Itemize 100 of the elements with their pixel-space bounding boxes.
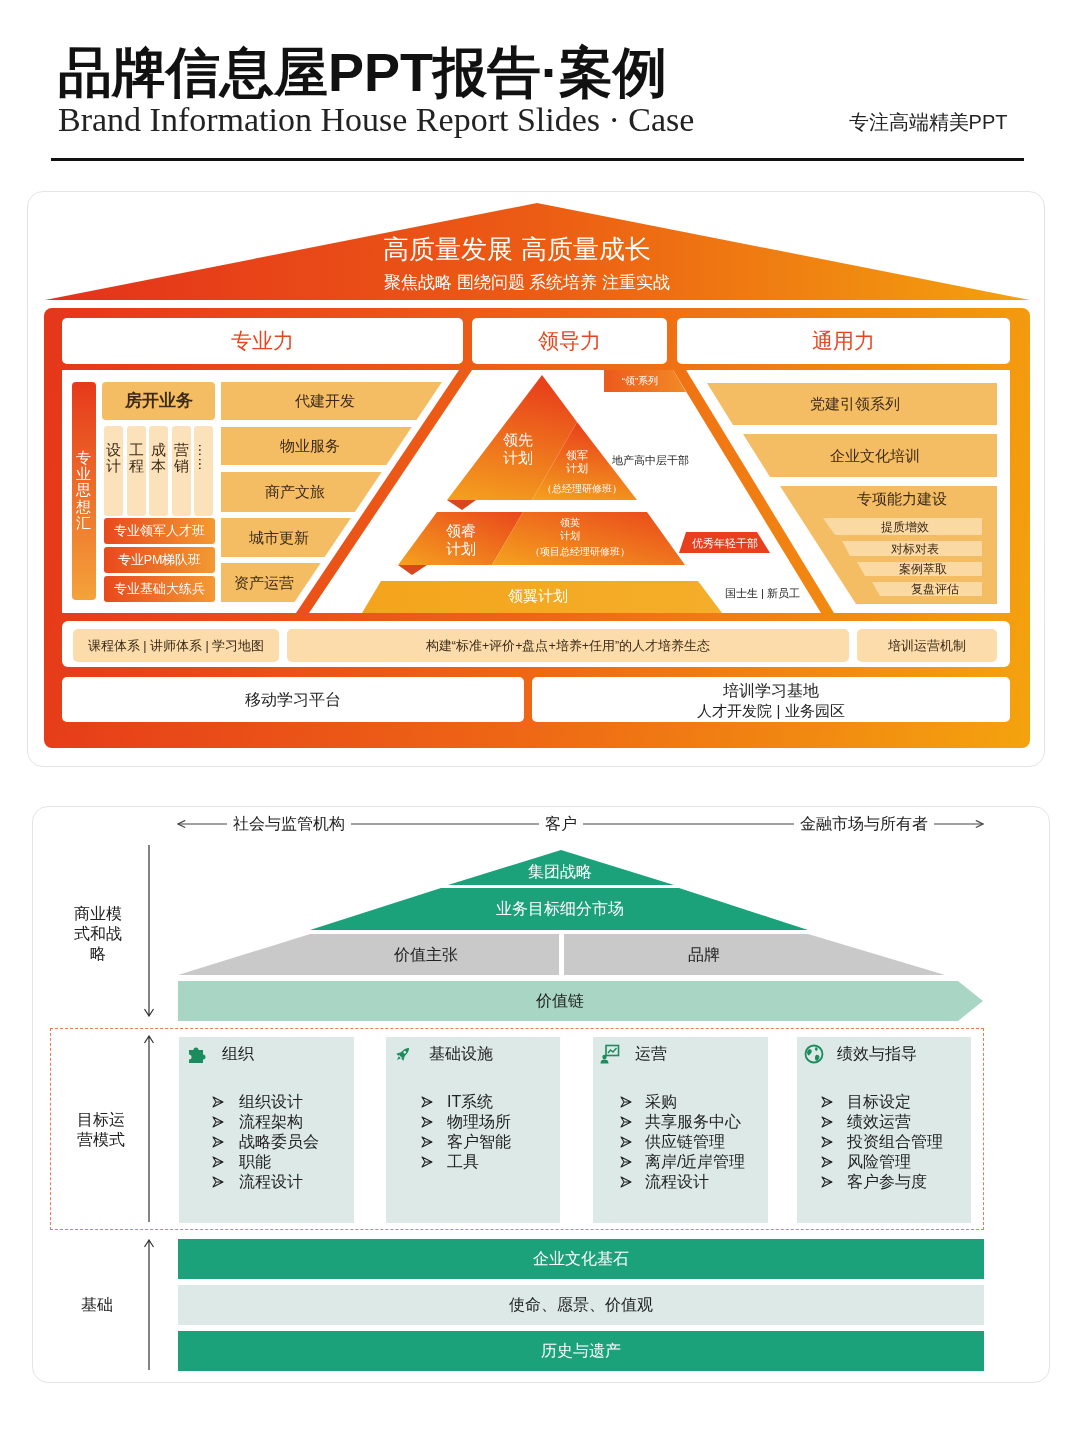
platform-box (532, 677, 1010, 722)
column-header (677, 318, 1010, 364)
list-item: 共享服务中心 (645, 1112, 741, 1132)
foundation-band (178, 1285, 984, 1325)
stakeholder-label: 社会与监管机构 (233, 814, 345, 834)
card-title: 绩效与指导 (837, 1044, 917, 1064)
training-bar (104, 518, 215, 544)
stakeholder-label: 客户 (545, 814, 577, 834)
program-name: 领先计划 (502, 430, 534, 468)
training-label: 专业基础大练兵 (114, 581, 205, 597)
band-label: 使命、愿景、价值观 (509, 1295, 653, 1315)
category-title: 房开业务 (124, 391, 193, 411)
program-note: （总经理研修班） (542, 483, 622, 495)
tab-label: “领”系列 (621, 375, 659, 387)
business-label: 城市更新 (249, 528, 310, 547)
list-item: IT系统 (447, 1092, 494, 1112)
list-item: 职能 (239, 1152, 271, 1172)
discipline-column (149, 426, 168, 516)
business-trapezoid (221, 427, 412, 465)
house-frame (44, 308, 1030, 748)
platform-title: 移动学习平台 (245, 689, 341, 710)
stakeholder-label: 金融市场与所有者 (800, 814, 928, 834)
list-item: 离岸/近岸管理 (645, 1152, 746, 1172)
category-card (593, 1037, 768, 1223)
category-header (102, 382, 215, 420)
pyramid-tier (362, 581, 722, 613)
business-trapezoid (221, 472, 382, 512)
system-label: 培训运营机制 (888, 638, 966, 653)
list-item: 供应链管理 (645, 1132, 725, 1152)
discipline-label: 成本 (150, 442, 167, 474)
discipline-label: 工程 (127, 442, 145, 474)
platform-box (62, 677, 524, 722)
series-tab (604, 370, 686, 392)
list-item: 客户智能 (447, 1132, 511, 1152)
topic-bar (823, 518, 982, 535)
system-box (73, 629, 279, 662)
layer-label: 价值主张 (394, 945, 458, 965)
list-item: 绩效运营 (847, 1112, 911, 1132)
arrow-band (178, 981, 983, 1021)
section-label: 商业模式和战略 (73, 904, 123, 964)
bar-label: 专业思想汇 (75, 450, 93, 532)
arrow (933, 819, 984, 829)
business-label: 代建开发 (295, 392, 356, 410)
program-name: 领睿计划 (445, 521, 477, 559)
program-note: （项目总经理研修班） (530, 546, 630, 558)
list-item: 工具 (447, 1152, 479, 1172)
pyramid-layer (310, 888, 808, 930)
system-label: 课程体系 | 讲师体系 | 学习地图 (87, 638, 265, 653)
list-item: 流程架构 (239, 1112, 303, 1132)
list-item: 物理场所 (447, 1112, 511, 1132)
category-card (179, 1037, 354, 1223)
pyramid-tier (492, 512, 685, 565)
column-title: 专业力 (231, 328, 294, 354)
pyramid-layer (178, 934, 559, 975)
connector-line (350, 823, 540, 825)
tier-caption: 国士生 | 新员工 (725, 587, 800, 601)
discipline-label: …… (195, 443, 212, 471)
pyramid-tier (398, 512, 523, 575)
foundation-band (178, 1239, 984, 1279)
card-title: 基础设施 (429, 1044, 493, 1064)
section-label: 基础 (81, 1295, 113, 1315)
system-label: 构建“标准+评价+盘点+培养+任用”的人才培养生态 (425, 638, 711, 653)
connector-line (582, 823, 795, 825)
arrow (177, 819, 228, 829)
layer-label: 集团战略 (528, 862, 592, 882)
highlight-tag (679, 532, 770, 553)
column-header (472, 318, 667, 364)
topic-bar (857, 562, 982, 576)
list-item: 流程设计 (645, 1172, 709, 1192)
roof-triangle (45, 203, 1030, 300)
category-card (386, 1037, 560, 1223)
business-trapezoid (221, 563, 321, 602)
business-label: 商产文旅 (264, 483, 325, 501)
list-item: 战略委员会 (239, 1132, 319, 1152)
topic-label: 复盘评估 (911, 581, 959, 597)
topic-label: 对标对表 (891, 541, 939, 556)
topic-bar (842, 541, 982, 556)
list-item: 客户参与度 (847, 1172, 927, 1192)
training-bar (104, 576, 215, 602)
discipline-column (194, 426, 213, 516)
business-trapezoid (221, 518, 351, 557)
card-title: 运营 (635, 1044, 667, 1064)
program-label: 企业文化培训 (830, 447, 920, 465)
roof-subheading: 聚焦战略 围绕问题 系统培养 注重实战 (384, 273, 670, 293)
roof-heading: 高质量发展 高质量成长 (383, 234, 651, 266)
list-item: 投资组合管理 (847, 1132, 943, 1152)
program-name: 领英计划 (559, 516, 581, 542)
training-bar (104, 547, 215, 573)
card-title: 组织 (222, 1044, 254, 1064)
column-title: 领导力 (538, 328, 601, 354)
tier-caption: 地产高中层干部 (612, 453, 689, 467)
program-name: 领翼计划 (508, 588, 568, 606)
vertical-bar (72, 382, 96, 600)
pyramid-layer (564, 934, 945, 975)
discipline-column (104, 426, 123, 516)
dashed-frame (50, 1028, 984, 1230)
list-item: 流程设计 (239, 1172, 303, 1192)
pyramid-top (448, 850, 674, 885)
business-label: 资产运营 (234, 573, 295, 592)
training-label: 专业领军人才班 (114, 523, 205, 539)
